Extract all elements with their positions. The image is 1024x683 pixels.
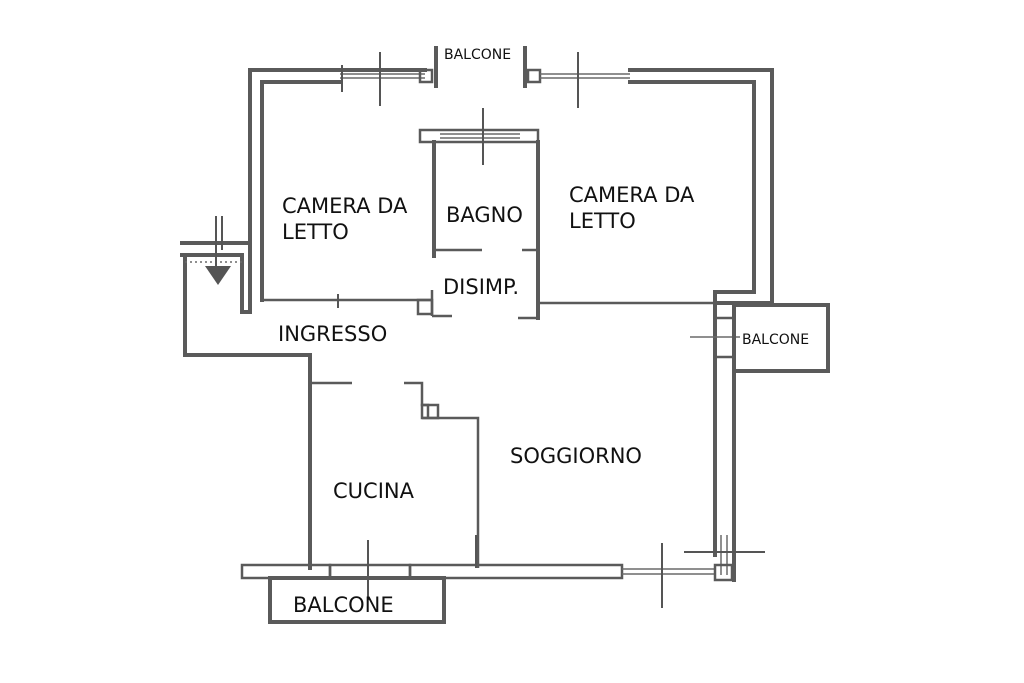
cucina-walls (308, 353, 480, 570)
wall-inner-north-east (628, 80, 756, 302)
window-north-left (340, 46, 438, 106)
balcone-est-outline (732, 303, 830, 373)
balcone-sud-outline (268, 576, 446, 624)
room-label-disimp: DISIMP. (443, 275, 520, 299)
bedroom-left-south-wall (262, 290, 452, 318)
entrance-arrow-icon (205, 266, 231, 285)
entrance-stair (180, 216, 312, 357)
wall-inner-north-west (260, 80, 342, 302)
walls (180, 46, 830, 624)
bagno-walls (418, 108, 540, 320)
window-north-right (523, 46, 630, 108)
room-label-camera-sx: CAMERA DA LETTO (282, 194, 408, 245)
room-label-cucina: CUCINA (333, 479, 414, 503)
room-label-balcone-nord: BALCONE (444, 47, 512, 63)
room-label-balcone-est: BALCONE (742, 332, 810, 348)
room-label-ingresso: INGRESSO (278, 322, 388, 346)
wall-outer-north-west (248, 68, 427, 302)
south-wall (240, 535, 734, 608)
room-label-balcone-sud: BALCONE (293, 593, 394, 617)
room-label-bagno: BAGNO (446, 203, 523, 227)
room-label-camera-dx: CAMERA DA LETTO (569, 183, 695, 234)
room-label-soggiorno: SOGGIORNO (510, 444, 642, 468)
